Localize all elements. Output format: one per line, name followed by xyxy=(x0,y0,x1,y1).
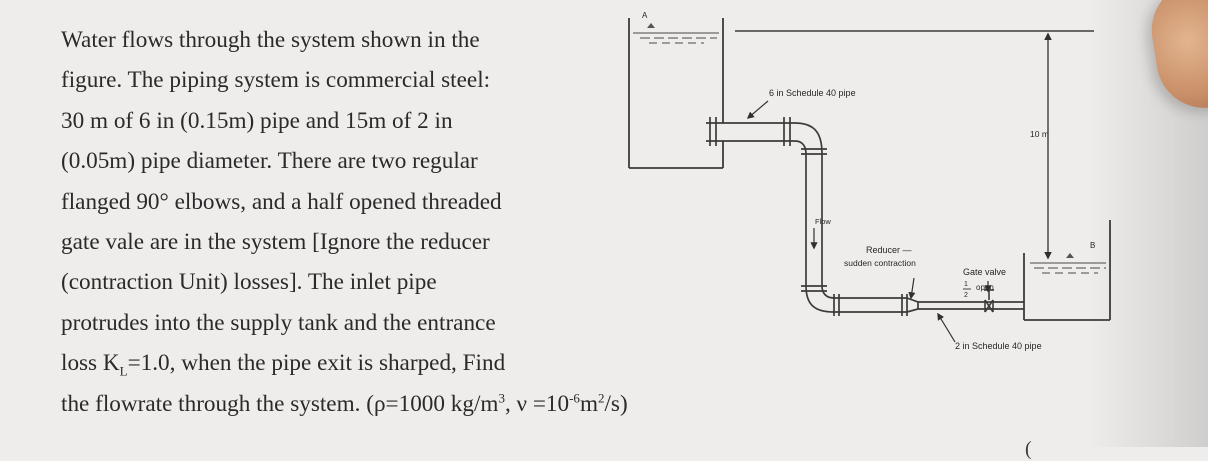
flow-label: Flow xyxy=(815,217,831,226)
lower-elbow-inner xyxy=(821,285,835,299)
viscosity-unit-exponent: 2 xyxy=(597,389,605,405)
problem-line: (0.05m) pipe diameter. There are two reg… xyxy=(61,148,478,175)
upper-elbow-inner xyxy=(794,140,807,155)
valve-open-label: open xyxy=(976,283,994,292)
problem-line: figure. The piping system is commercial … xyxy=(61,67,491,94)
problem-line: gate vale are in the system [Ignore the … xyxy=(61,229,490,256)
screenshot: { "problem": { "line1": "Water flows thr… xyxy=(61,0,1208,460)
density-value: =1000 kg/m xyxy=(385,390,499,417)
reducer-label: Reducer — xyxy=(866,245,912,255)
cropped-text-fragment: ( xyxy=(1025,438,1032,460)
problem-line: Water flows through the system shown in … xyxy=(61,20,601,60)
reducer-leader xyxy=(908,277,916,300)
valve-fraction-numerator: 1 xyxy=(964,281,968,288)
supply-water-surface xyxy=(633,23,719,44)
loss-coefficient-suffix: =1.0, when the pipe exit is sharped, Fin… xyxy=(127,350,506,377)
problem-line: loss KL=1.0, when the pipe exit is sharp… xyxy=(61,343,611,383)
problem-line: protrudes into the supply tank and the e… xyxy=(61,309,496,336)
six-inch-pipe-label: 6 in Schedule 40 pipe xyxy=(769,88,856,98)
properties-line-start: the flowrate through the system. ( xyxy=(61,390,374,417)
pipe-label-leaders xyxy=(746,100,992,343)
viscosity-exponent: -6 xyxy=(569,389,580,405)
properties-line-end: /s) xyxy=(604,390,628,417)
receiving-tank xyxy=(1023,220,1111,321)
gate-valve-label: Gate valve xyxy=(963,267,1006,277)
reducer-description: sudden contraction xyxy=(844,258,916,268)
loss-coefficient-prefix: loss K xyxy=(61,350,120,377)
reducer xyxy=(906,297,919,313)
piping-system-diagram: A B 6 in Schedule 40 pipe 10 m Flow Redu… xyxy=(628,11,1111,351)
viscosity-unit: m xyxy=(579,390,598,417)
supply-tank xyxy=(628,18,724,169)
properties-line: the flowrate through the system. (ρ=1000… xyxy=(61,384,628,424)
loss-coefficient-subscript: L xyxy=(119,363,128,379)
problem-line: (contraction Unit) losses]. The inlet pi… xyxy=(61,269,437,296)
problem-text: Water flows through the system shown in … xyxy=(61,20,628,424)
two-inch-pipe-leader xyxy=(937,312,956,343)
receiving-water-surface xyxy=(1030,253,1106,274)
problem-line: 30 m of 6 in (0.15m) pipe and 15m of 2 i… xyxy=(61,107,453,134)
pipe-flanges xyxy=(709,117,908,316)
problem-line: flanged 90° elbows, and a half opened th… xyxy=(61,188,502,215)
six-inch-pipe-leader xyxy=(746,100,769,119)
height-label: 10 m xyxy=(1030,129,1049,139)
density-symbol: ρ xyxy=(373,390,386,417)
valve-fraction-denominator: 2 xyxy=(964,292,968,299)
density-exponent: 3 xyxy=(498,389,505,405)
supply-tank-label: A xyxy=(642,11,648,20)
problem-line-text: Water flows through the system shown in … xyxy=(61,27,480,53)
lower-elbow-outer xyxy=(805,285,835,313)
two-inch-pipe-label: 2 in Schedule 40 pipe xyxy=(955,341,1042,351)
receiving-tank-label: B xyxy=(1090,241,1095,250)
viscosity-text: , ν =10 xyxy=(504,390,570,417)
